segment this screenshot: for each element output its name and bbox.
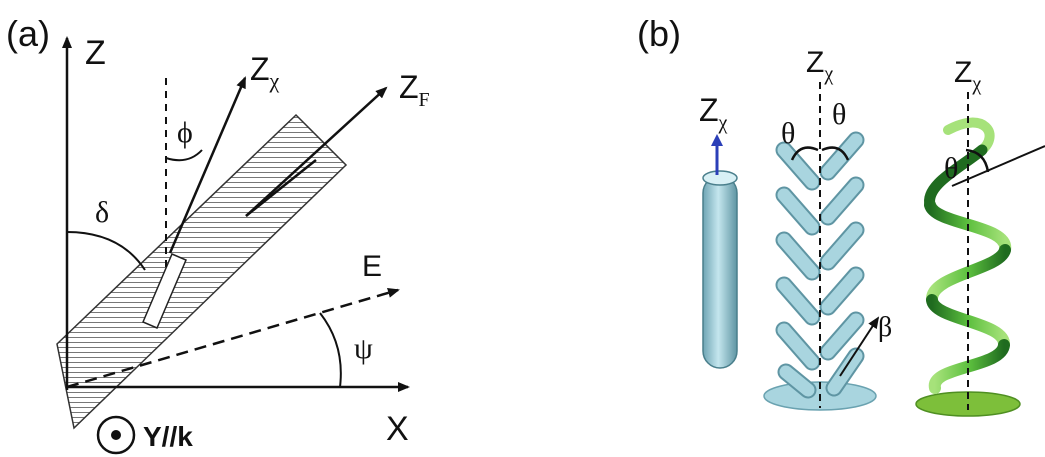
single-rod: [702, 170, 738, 369]
herringbone-rod-right-fill: [821, 223, 863, 269]
z-f-label: ZF: [399, 69, 430, 111]
herringbone-rods: [775, 131, 865, 399]
herringbone-rod-left-fill: [777, 323, 819, 369]
e-field-label: E: [362, 250, 382, 283]
theta-left-label: θ: [781, 117, 795, 150]
delta-arc: [66, 231, 146, 271]
z-chi-label: Zχ: [250, 51, 280, 93]
e-field-arrow: [66, 288, 400, 389]
hatched-film: [56, 113, 348, 430]
y-axis-label: Y//k: [143, 421, 193, 452]
panel-a-label: (a): [6, 13, 50, 54]
delta-label: δ: [95, 196, 109, 229]
theta-right-arc: [821, 146, 850, 161]
x-axis-label: X: [386, 410, 409, 448]
psi-arc: [319, 312, 342, 388]
beta-label: β: [878, 312, 892, 343]
herringbone-rod-left-fill: [777, 233, 819, 279]
panel-b-label: (b): [637, 13, 681, 54]
herringbone-rod-left-fill: [777, 278, 819, 324]
helix-theta-arc: [965, 148, 990, 173]
theta-left-arc: [790, 146, 819, 161]
herringbone-axis-label: Zχ: [806, 46, 833, 85]
phi-arc: [165, 149, 203, 162]
beta-arrow: [839, 316, 880, 377]
herringbone-rod-right-fill: [821, 133, 863, 179]
helix-tangent-line: [951, 145, 1045, 187]
z-f-arrow: [245, 86, 388, 217]
helix-axis-label: Zχ: [954, 56, 981, 95]
herringbone-rod-left-fill: [777, 143, 819, 189]
theta-right-label: θ: [832, 98, 846, 131]
herringbone-rod-right-fill: [821, 268, 863, 314]
herringbone-rod-right-fill: [821, 313, 863, 359]
molecule-rectangle: [142, 253, 187, 329]
z-axis-label: Z: [85, 34, 106, 72]
panel-b: (b) Zχ Zχ θ θ β Zχ θ: [637, 13, 1045, 417]
z-chi-arrow: [168, 76, 247, 254]
y-axis-dot-icon: [111, 430, 121, 440]
phi-label: ϕ: [177, 116, 193, 149]
panel-a: (a) Z X Zχ ZF ϕ δ E ψ: [6, 13, 430, 455]
helix-theta-label: θ: [944, 152, 958, 185]
herringbone-rod-left-fill: [779, 365, 815, 397]
rod-label: Zχ: [699, 92, 728, 134]
psi-label: ψ: [354, 332, 373, 365]
herringbone-rod-left-fill: [777, 188, 819, 234]
herringbone-rod-right-fill: [821, 178, 863, 224]
helix-ribbon: [924, 117, 1012, 394]
herringbone-rod-right-fill: [827, 349, 863, 395]
